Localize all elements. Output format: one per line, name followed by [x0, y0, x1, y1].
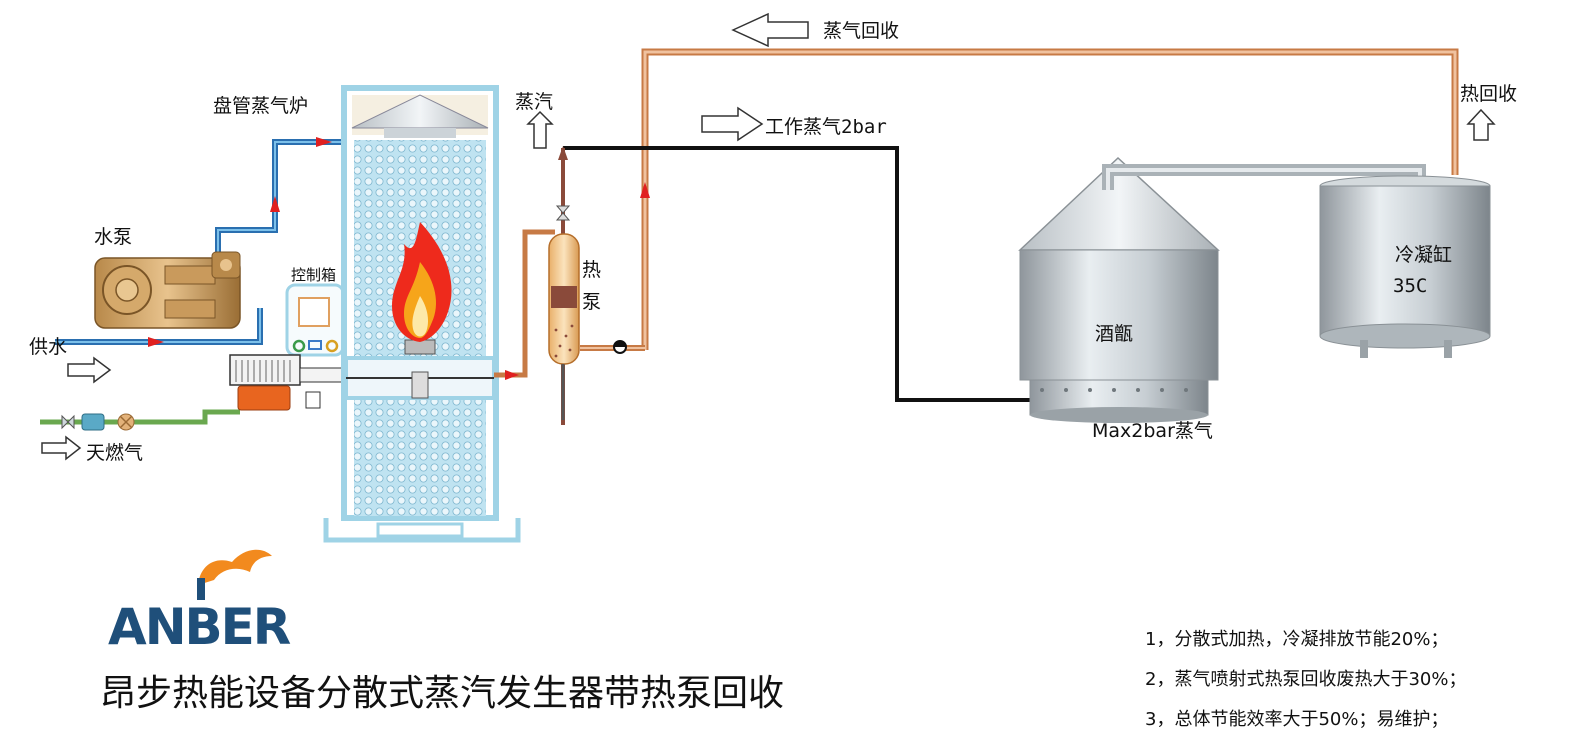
logo-text: ANBER: [108, 598, 291, 656]
still-label: 酒甑: [1095, 323, 1133, 345]
control-box-label: 控制箱: [291, 266, 336, 284]
water-pump: [95, 252, 240, 328]
flow-arrow-icon: [505, 370, 519, 380]
steam-recovery-label: 蒸气回收: [823, 20, 899, 42]
heat-pump: [549, 234, 579, 420]
valve-icon: [557, 206, 569, 220]
heat-pump-label-1: 热: [582, 259, 601, 281]
gas-valve-icon: [62, 414, 134, 430]
pump-label: 水泵: [94, 226, 132, 248]
anber-logo: ANBER: [108, 550, 291, 656]
condenser-label: 冷凝缸: [1395, 244, 1452, 266]
natural-gas-label: 天燃气: [86, 442, 143, 464]
flow-arrow-icon: [316, 137, 332, 147]
notes-list: 1，分散式加热，冷凝排放节能20%； 2，蒸气喷射式热泵回收废热大于30%； 3…: [1145, 620, 1466, 740]
control-box: [287, 285, 343, 355]
coil-steam-boiler: [326, 88, 518, 540]
note-item: 2，蒸气喷射式热泵回收废热大于30%；: [1145, 660, 1466, 700]
diagram-title: 昂步热能设备分散式蒸汽发生器带热泵回收: [100, 664, 784, 716]
heat-pump-label-2: 泵: [582, 291, 601, 313]
heat-recovery-label: 热回收: [1460, 83, 1517, 105]
burner: [230, 355, 350, 410]
flow-arrow-icon: [148, 337, 164, 347]
note-item: 3，总体节能效率大于50%；易维护；: [1145, 700, 1466, 740]
max-steam-label: Max2bar蒸气: [1092, 420, 1213, 442]
working-steam-label: 工作蒸气2bar: [765, 116, 887, 138]
condenser: [1320, 176, 1490, 358]
boiler-label: 盘管蒸气炉: [213, 95, 308, 117]
logo-flame-icon: [198, 550, 272, 585]
note-item: 1，分散式加热，冷凝排放节能20%；: [1145, 620, 1466, 660]
condenser-temp-label: 35C: [1393, 275, 1427, 297]
steam-label: 蒸汽: [515, 91, 553, 113]
gas-pipe: [40, 412, 240, 430]
working-steam-pipe: [557, 146, 1040, 425]
flow-arrow-icon: [270, 196, 280, 212]
water-supply-label: 供水: [29, 336, 67, 358]
